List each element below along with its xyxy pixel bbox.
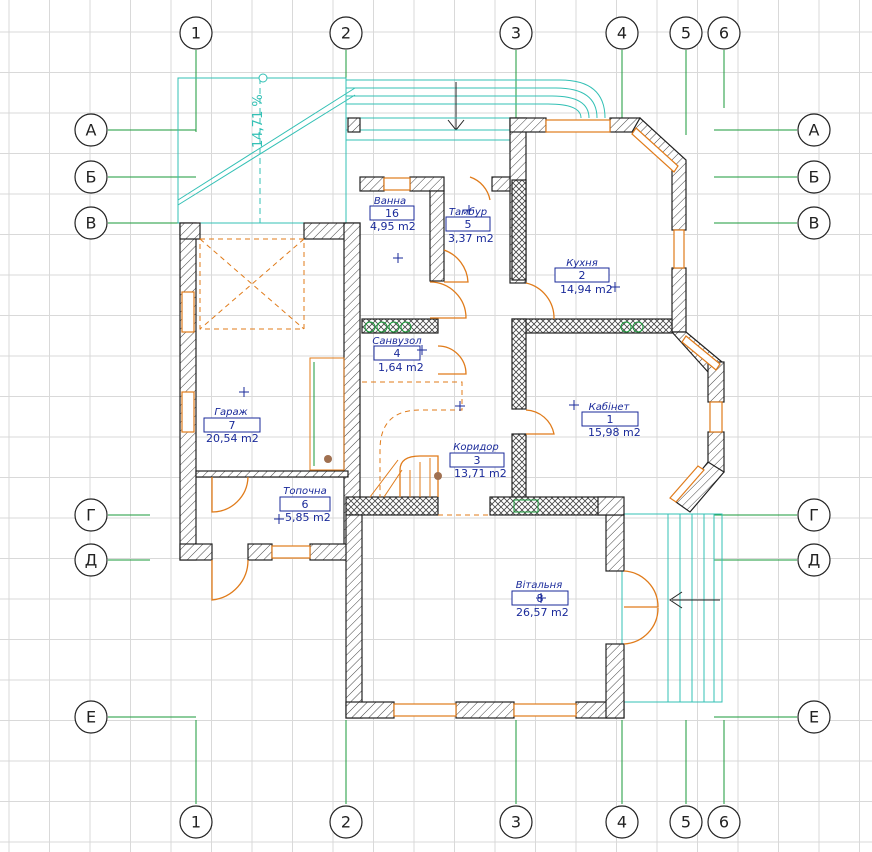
svg-text:4: 4 bbox=[394, 347, 401, 360]
svg-text:1: 1 bbox=[607, 413, 614, 426]
axis-bubble-left-v: В bbox=[74, 206, 108, 240]
axis-bubble-top-3: 3 bbox=[499, 16, 533, 50]
svg-text:5: 5 bbox=[681, 24, 691, 43]
room-tag-garage: Гараж 7 20,54 m2 bbox=[203, 387, 261, 445]
axis-bubble-left-e: Е bbox=[74, 700, 108, 734]
svg-text:4,95 m2: 4,95 m2 bbox=[370, 220, 416, 233]
axis-bubble-left-g: Г bbox=[74, 498, 108, 532]
svg-text:3: 3 bbox=[511, 24, 521, 43]
staircase bbox=[309, 357, 490, 516]
room-tag-corridor: Коридор 3 13,71 m2 bbox=[449, 401, 507, 480]
svg-text:4: 4 bbox=[617, 813, 627, 832]
svg-text:1: 1 bbox=[191, 24, 201, 43]
svg-text:Е: Е bbox=[809, 708, 819, 727]
axis-bubble-right-v: В bbox=[797, 206, 831, 240]
fixtures bbox=[347, 117, 644, 513]
svg-text:Гараж: Гараж bbox=[214, 407, 247, 418]
room-tag-study: Кабінет 1 15,98 m2 bbox=[569, 400, 641, 439]
axis-bubble-bottom-5: 5 bbox=[669, 805, 703, 839]
svg-text:А: А bbox=[86, 121, 97, 140]
axis-bubble-bottom-1: 1 bbox=[179, 805, 213, 839]
axis-bubble-bottom-2: 2 bbox=[329, 805, 363, 839]
svg-text:5: 5 bbox=[681, 813, 691, 832]
svg-text:20,54 m2: 20,54 m2 bbox=[206, 432, 259, 445]
axis-bubble-right-a: А bbox=[797, 113, 831, 147]
svg-text:5,85 m2: 5,85 m2 bbox=[285, 511, 331, 524]
room-tag-wc: Санвузол 4 1,64 m2 bbox=[372, 336, 427, 374]
axis-bubble-right-g: Г bbox=[797, 498, 831, 532]
svg-text:26,57 m2: 26,57 m2 bbox=[516, 606, 569, 619]
axis-bubble-left-d: Д bbox=[74, 543, 108, 577]
svg-text:Топочна: Топочна bbox=[283, 486, 326, 497]
svg-text:7: 7 bbox=[229, 419, 236, 432]
svg-text:2: 2 bbox=[579, 269, 586, 282]
svg-text:В: В bbox=[809, 214, 820, 233]
svg-text:14,94 m2: 14,94 m2 bbox=[560, 283, 613, 296]
svg-text:Д: Д bbox=[808, 551, 821, 570]
svg-text:6: 6 bbox=[719, 813, 729, 832]
svg-text:2: 2 bbox=[341, 24, 351, 43]
svg-text:1,64 m2: 1,64 m2 bbox=[378, 361, 424, 374]
svg-text:Б: Б bbox=[86, 168, 97, 187]
roof-canopy: 14,71 % bbox=[177, 73, 606, 224]
axis-bubble-right-d: Д bbox=[797, 543, 831, 577]
svg-text:Тамбур: Тамбур bbox=[449, 206, 487, 218]
svg-text:13,71 m2: 13,71 m2 bbox=[454, 467, 507, 480]
room-tag-tambour: Тамбур 5 3,37 m2 bbox=[445, 205, 494, 245]
axis-bubble-right-b: Б bbox=[797, 160, 831, 194]
svg-text:1: 1 bbox=[191, 813, 201, 832]
svg-text:А: А bbox=[809, 121, 820, 140]
svg-text:3: 3 bbox=[474, 454, 481, 467]
axis-bubble-left-b: Б bbox=[74, 160, 108, 194]
axis-bubble-bottom-4: 4 bbox=[605, 805, 639, 839]
room-tag-bath: Ванна 16 4,95 m2 bbox=[369, 196, 416, 263]
svg-text:Коридор: Коридор bbox=[453, 442, 498, 453]
axis-bubble-top-2: 2 bbox=[329, 16, 363, 50]
roof-slope-label: 14,71 % bbox=[251, 94, 266, 148]
svg-text:6: 6 bbox=[302, 498, 309, 511]
svg-text:Ванна: Ванна bbox=[374, 196, 406, 207]
room-tag-boiler: Топочна 6 5,85 m2 bbox=[274, 486, 331, 524]
axis-bubble-bottom-6: 6 bbox=[707, 805, 741, 839]
svg-text:5: 5 bbox=[465, 218, 472, 231]
svg-text:4: 4 bbox=[617, 24, 627, 43]
axis-bubble-top-4: 4 bbox=[605, 16, 639, 50]
svg-text:2: 2 bbox=[341, 813, 351, 832]
entrance-steps bbox=[621, 513, 723, 703]
svg-text:В: В bbox=[86, 214, 97, 233]
axis-bubble-top-6: 6 bbox=[707, 16, 741, 50]
room-tags: Кухня 2 14,94 m2 Ванна 16 4,95 m2 Тамбур… bbox=[203, 196, 641, 619]
windows bbox=[181, 119, 723, 717]
axis-bubble-bottom-3: 3 bbox=[499, 805, 533, 839]
axis-bubble-top-1: 1 bbox=[179, 16, 213, 50]
svg-text:16: 16 bbox=[385, 207, 399, 220]
svg-text:Санвузол: Санвузол bbox=[372, 336, 422, 347]
svg-text:3,37 m2: 3,37 m2 bbox=[448, 232, 494, 245]
axis-bubble-right-e: Е bbox=[797, 700, 831, 734]
svg-text:Кабінет: Кабінет bbox=[589, 401, 631, 413]
room-tag-kitchen: Кухня 2 14,94 m2 bbox=[554, 258, 620, 296]
svg-text:3: 3 bbox=[511, 813, 521, 832]
axis-bubble-top-5: 5 bbox=[669, 16, 703, 50]
svg-text:Г: Г bbox=[86, 506, 96, 525]
svg-text:Е: Е bbox=[86, 708, 96, 727]
svg-text:6: 6 bbox=[719, 24, 729, 43]
svg-text:15,98 m2: 15,98 m2 bbox=[588, 426, 641, 439]
svg-text:Вітальня: Вітальня bbox=[516, 579, 562, 591]
svg-text:Б: Б bbox=[809, 168, 820, 187]
axis-bubble-left-a: А bbox=[74, 113, 108, 147]
svg-text:Кухня: Кухня bbox=[566, 258, 598, 269]
doors bbox=[211, 176, 659, 645]
garage-car-spot bbox=[199, 238, 305, 330]
room-tag-living: Вітальня 8 26,57 m2 bbox=[511, 579, 569, 619]
svg-text:Г: Г bbox=[809, 506, 819, 525]
svg-text:Д: Д bbox=[85, 551, 98, 570]
